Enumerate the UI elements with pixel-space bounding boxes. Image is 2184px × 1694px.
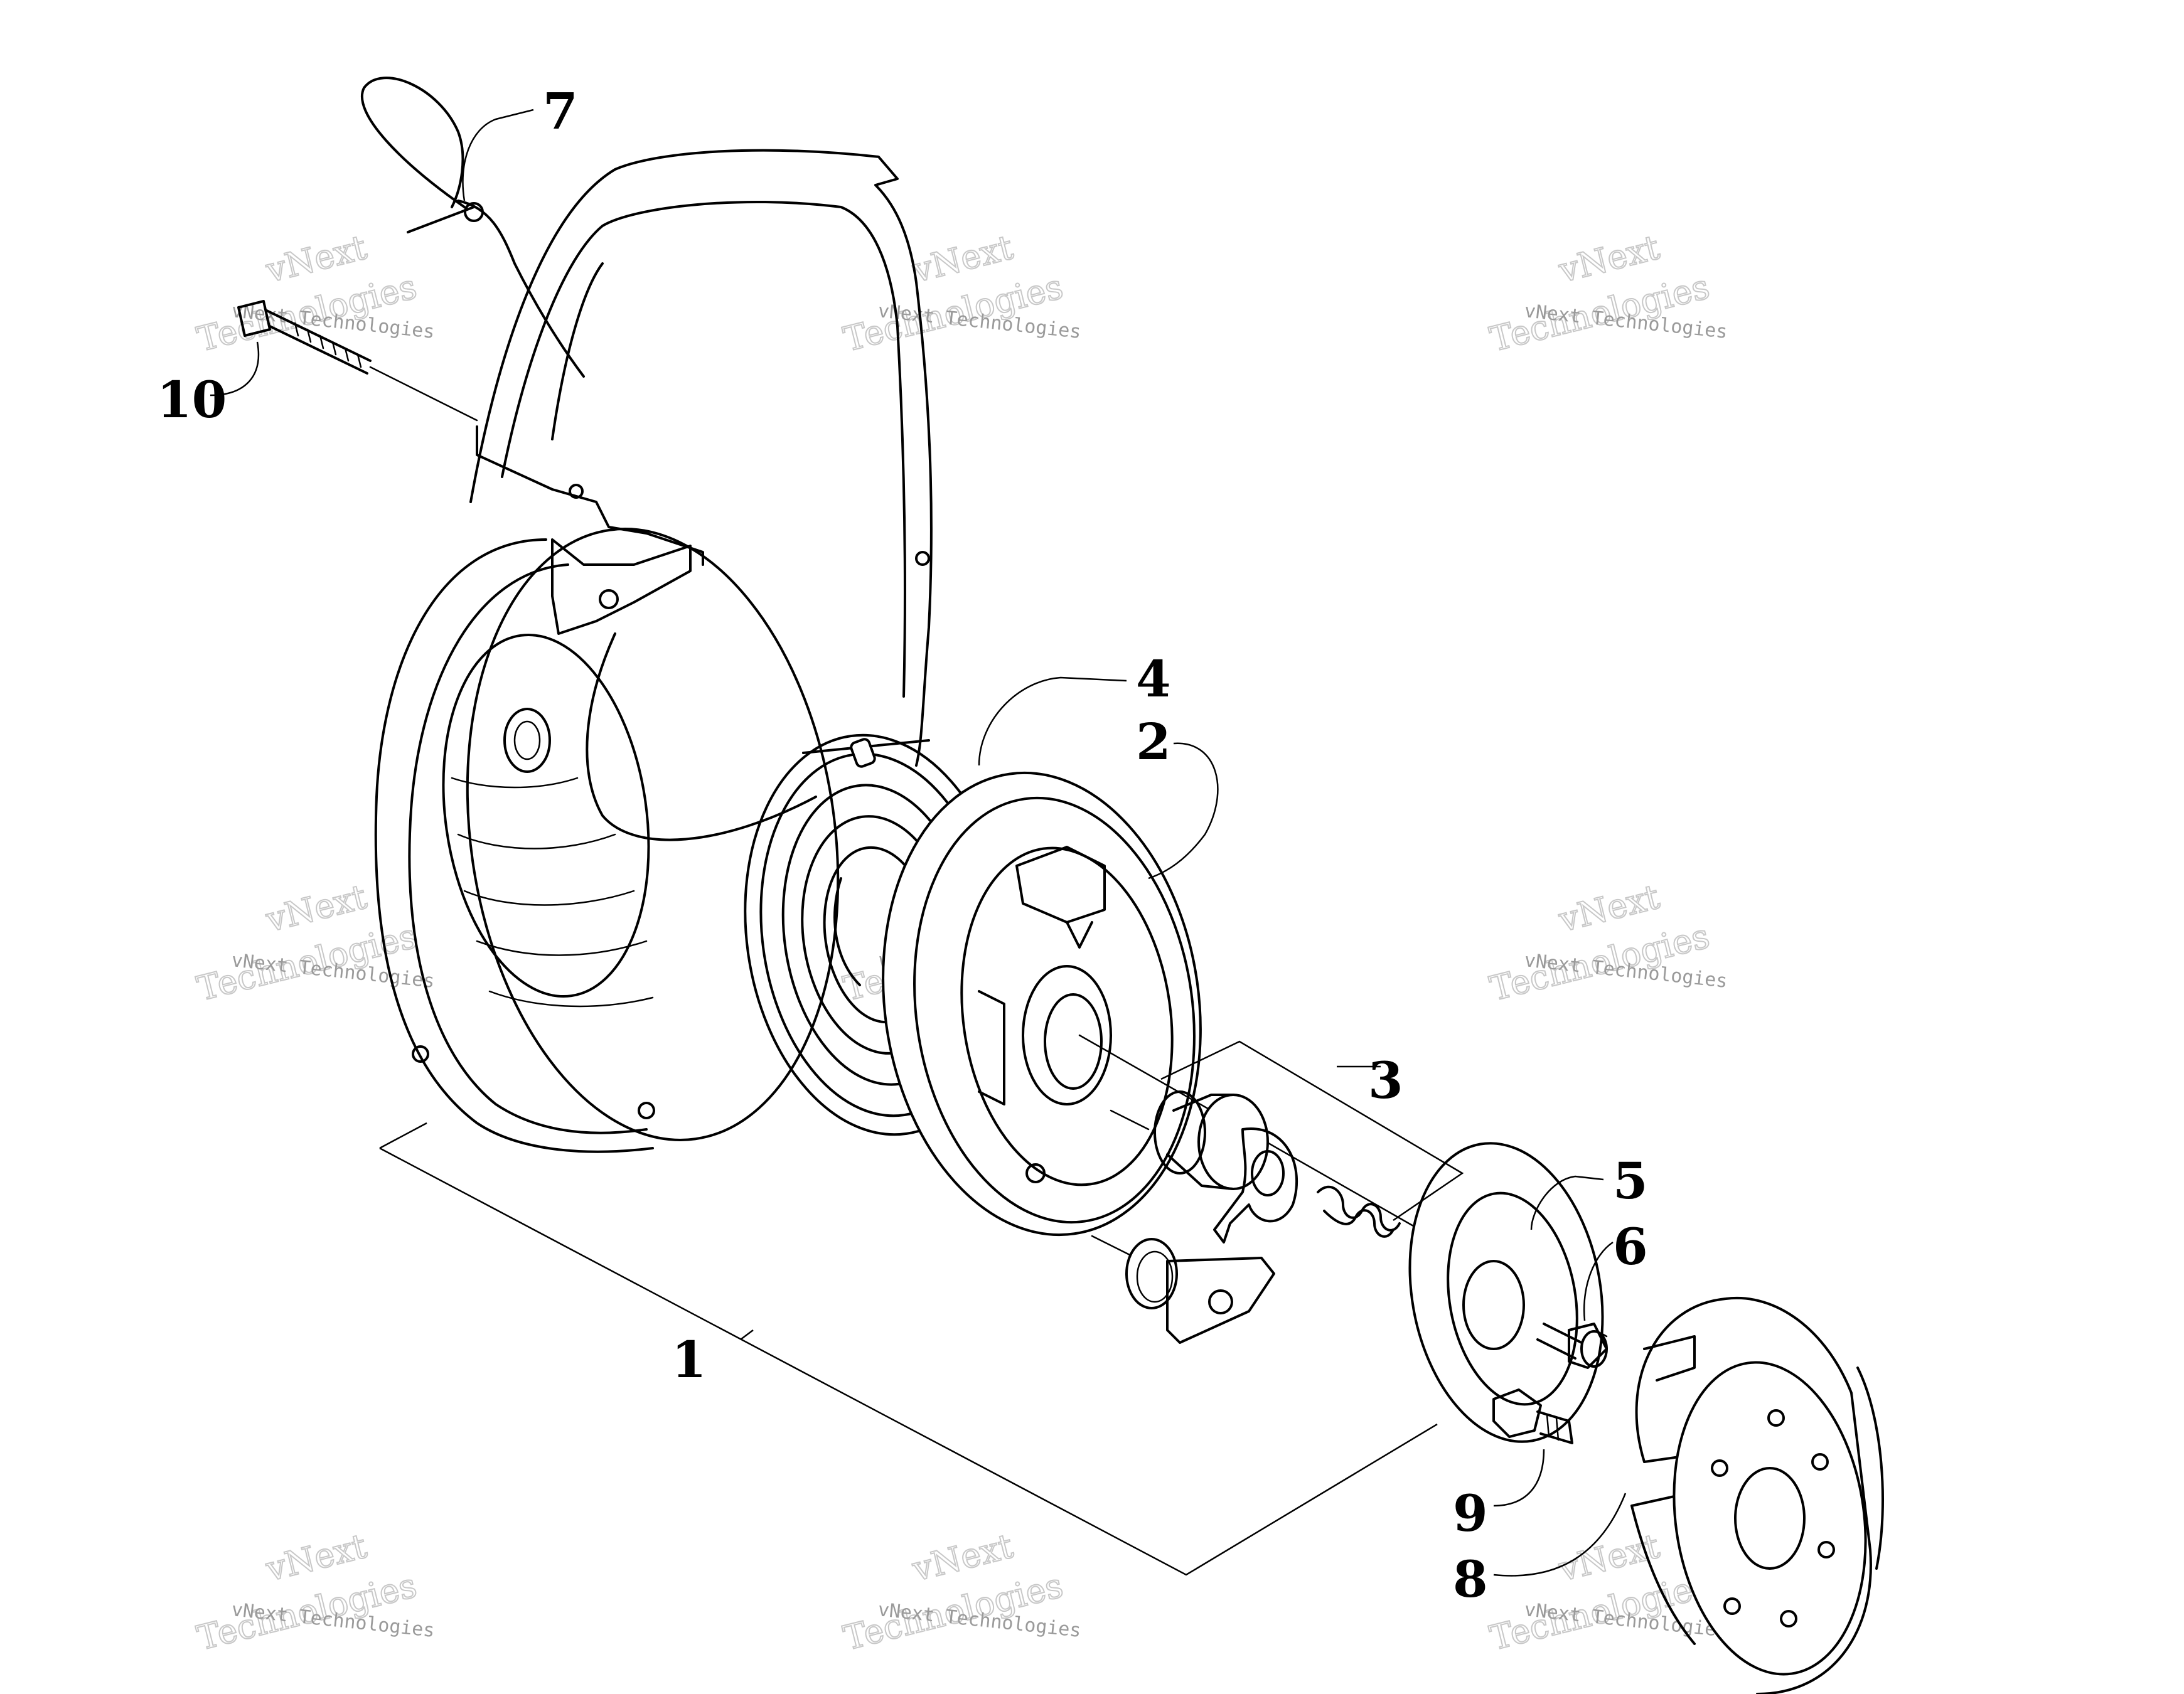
callout-label: 8 [1453, 1550, 1488, 1609]
washer-plate [1408, 1142, 1604, 1443]
callout-label: 2 [1136, 712, 1171, 771]
callout-label: 5 [1613, 1151, 1648, 1210]
watermark-tile: vNext Technologies vNext Technologies [1485, 876, 1728, 1009]
short-bolt [1536, 1323, 1608, 1369]
starter-housing [374, 149, 933, 1153]
callout-label: 10 [157, 370, 227, 429]
leader-lines [210, 109, 1627, 1577]
watermark-tile: vNext Technologies vNext Technologies [193, 1525, 436, 1658]
rope-pulley [882, 771, 1202, 1237]
long-bolt [237, 300, 478, 422]
callout-label: 9 [1453, 1484, 1488, 1543]
callout-label: 1 [672, 1330, 707, 1389]
watermark-tile: vNext Technologies vNext Technologies [1485, 226, 1728, 360]
watermark-tile: vNext Technologies vNext Technologies [193, 226, 436, 360]
callout-labels: 1 2 3 4 5 6 7 8 9 10 [157, 82, 1648, 1609]
callout-label: 7 [543, 82, 578, 141]
callout-label: 3 [1368, 1051, 1403, 1110]
hex-bolt [1492, 1388, 1573, 1444]
starter-rope [360, 77, 817, 841]
callout-label: 4 [1136, 649, 1171, 708]
drive-cup [1630, 1296, 1884, 1694]
watermark-tile: vNext Technologies vNext Technologies [839, 1525, 1082, 1658]
callout-label: 6 [1613, 1217, 1648, 1276]
watermark-tile: vNext Technologies vNext Technologies [193, 876, 436, 1009]
watermark-tile: vNext Technologies vNext Technologies [839, 226, 1082, 360]
